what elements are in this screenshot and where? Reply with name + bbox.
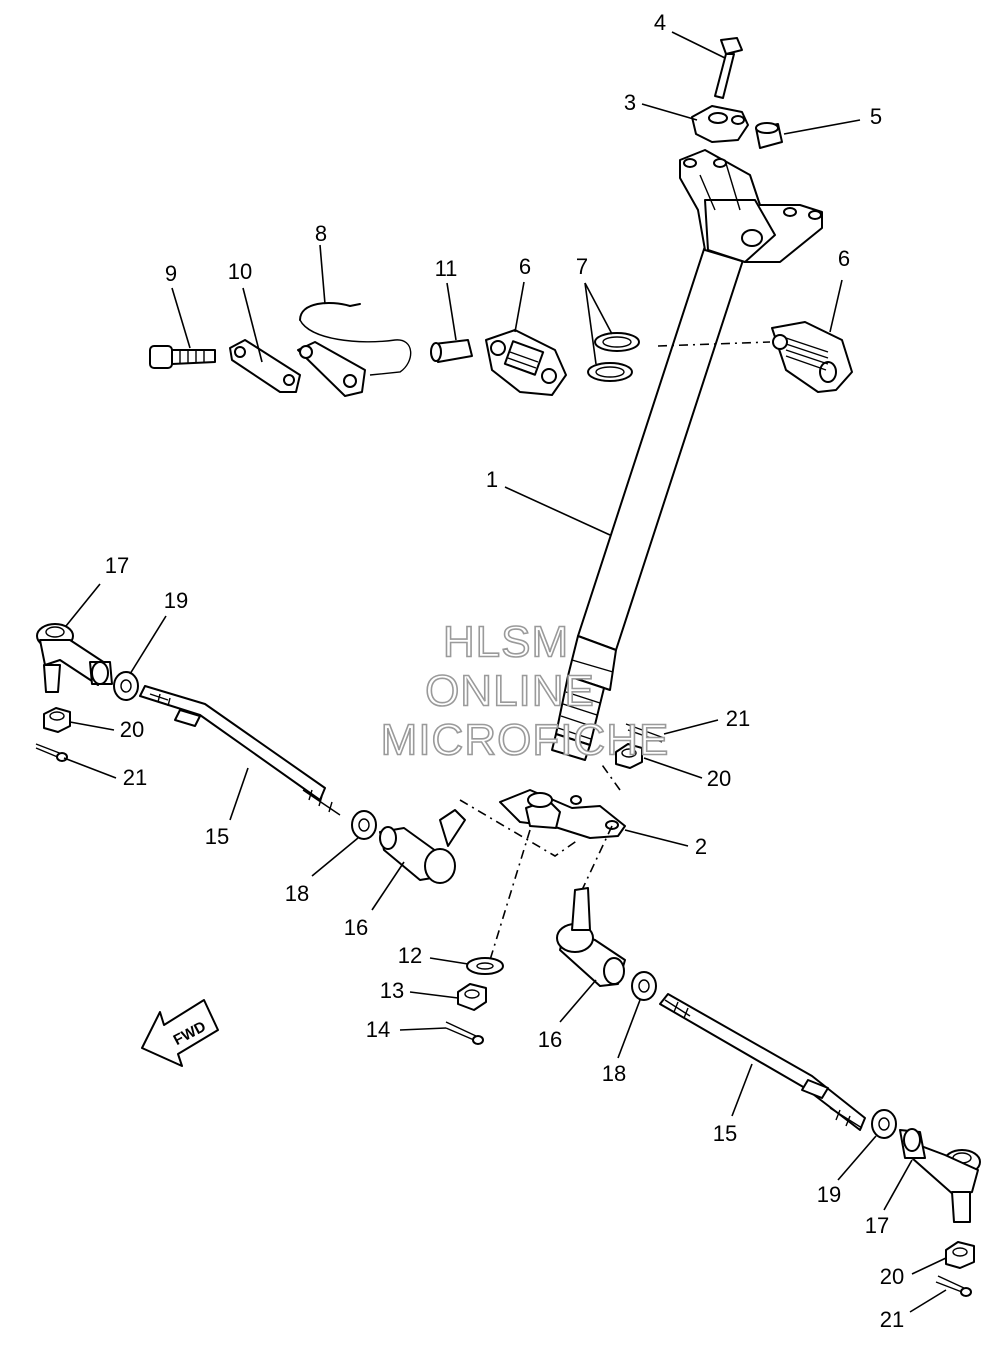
tie-rod-right [659,993,866,1131]
callout-5: 5 [870,104,882,129]
cotter-pin-part-14 [445,1021,484,1045]
watermark-line-1: HLSM [443,618,569,667]
tie-rod-end-inner-left [379,809,466,884]
tie-rod-end-left [36,623,113,693]
callout-21-right: 21 [880,1307,904,1332]
callout-17-left: 17 [105,553,129,578]
tie-rod-left [139,685,341,816]
callout-4: 4 [654,10,666,35]
steering-shaft [551,239,746,761]
callout-numbers: 4 3 5 8 9 10 11 6 7 6 1 17 19 20 21 15 1… [105,10,904,1332]
callout-16-right: 16 [538,1027,562,1052]
castle-nut-part-20-right [945,1241,975,1269]
castle-nut-part-20-center [615,743,643,769]
callout-9: 9 [165,261,177,286]
callout-10: 10 [228,259,252,284]
leader-lines [63,31,947,1313]
watermark-line-2: ONLINE [425,667,595,716]
callout-12: 12 [398,943,422,968]
nut-part-18-right [631,971,657,1001]
pitman-arm-part-2 [499,789,626,839]
nut-part-19-right [871,1109,897,1139]
callout-18-right: 18 [602,1061,626,1086]
cotter-pin-part-21-center [625,723,665,743]
callout-17-right: 17 [865,1213,889,1238]
holder-part-3 [691,105,749,143]
forward-direction-arrow: FWD [141,999,219,1067]
shaft-upper-bracket [679,149,823,263]
collar-part-5 [755,122,783,149]
callout-20-left: 20 [120,717,144,742]
callout-19-right: 19 [817,1182,841,1207]
nut-part-13 [457,983,487,1011]
callout-16-left: 16 [344,915,368,940]
collar-part-11 [430,339,473,363]
callout-21-left: 21 [123,765,147,790]
callout-15-left: 15 [205,824,229,849]
bolt-part-4 [714,37,743,99]
lock-washer-part-10 [229,339,301,393]
callout-21-center: 21 [726,706,750,731]
callout-2: 2 [695,834,707,859]
washer-part-12 [466,957,504,975]
callout-8: 8 [315,221,327,246]
callout-18-left: 18 [285,881,309,906]
callout-20-right: 20 [880,1264,904,1289]
callout-1: 1 [486,467,498,492]
nut-part-19-left [113,671,139,701]
callout-19-left: 19 [164,588,188,613]
callout-6-left: 6 [519,254,531,279]
assembly-dash-lines [459,341,771,961]
bushing-holder-6-left [485,329,567,396]
cotter-pin-part-21-right [935,1275,972,1297]
nut-part-18-left [351,810,377,840]
tie-rod-end-inner-right [556,887,626,987]
tie-rod-end-right [899,1128,981,1223]
cotter-pin-part-21-left [35,743,68,762]
callout-15-right: 15 [713,1121,737,1146]
callout-6-right: 6 [838,246,850,271]
watermark: HLSM ONLINE MICROFICHE [380,617,670,766]
bushing-holder-6-right [771,321,853,393]
callout-7: 7 [576,254,588,279]
callout-13: 13 [380,978,404,1003]
bushing-pair-part-7 [587,332,640,382]
callout-3: 3 [624,90,636,115]
clip-wire-part-8 [297,301,412,397]
castle-nut-part-20-left [43,707,71,733]
watermark-line-3: MICROFICHE [381,716,670,765]
bolt-part-9 [149,345,216,369]
callout-14: 14 [366,1017,390,1042]
callout-20-center: 20 [707,766,731,791]
callout-11: 11 [435,256,458,281]
